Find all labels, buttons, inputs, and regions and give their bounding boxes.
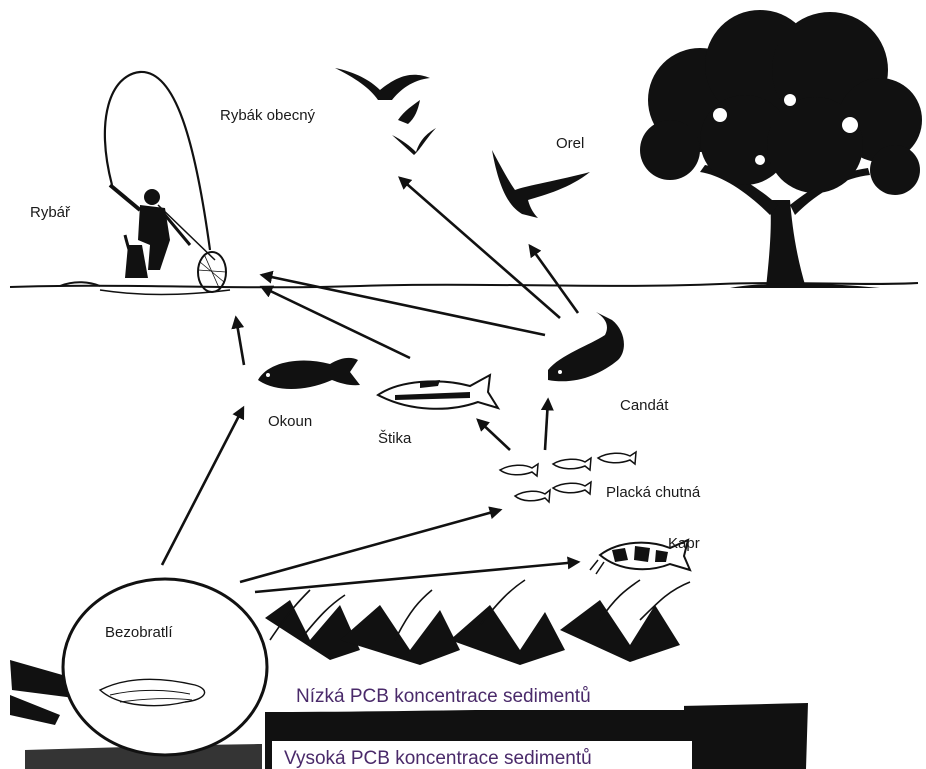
- tree-icon: [640, 10, 922, 288]
- zander-label: Candát: [620, 397, 669, 414]
- pike-label: Štika: [378, 430, 412, 447]
- food-chain-arrows: [162, 178, 578, 592]
- fisherman-icon: [60, 72, 230, 295]
- high-pcb-sediment-label: Vysoká PCB koncentrace sedimentů: [284, 748, 592, 769]
- eagle-label: Orel: [556, 135, 584, 152]
- tern-label: Rybák obecný: [220, 107, 316, 124]
- tern-icon: [335, 68, 436, 155]
- invertebrates-circle: [63, 579, 267, 755]
- bleak-label: Placká chutná: [606, 484, 701, 501]
- zander-icon: [548, 312, 624, 381]
- eagle-icon: [492, 150, 590, 218]
- perch-label: Okoun: [268, 413, 312, 430]
- carp-label: Kapr: [668, 535, 700, 552]
- fisherman-label: Rybář: [30, 204, 71, 221]
- pike-icon: [378, 375, 498, 409]
- invertebrates-label: Bezobratlí: [105, 624, 173, 641]
- low-pcb-sediment-label: Nízká PCB koncentrace sedimentů: [296, 686, 591, 707]
- perch-icon: [258, 358, 360, 389]
